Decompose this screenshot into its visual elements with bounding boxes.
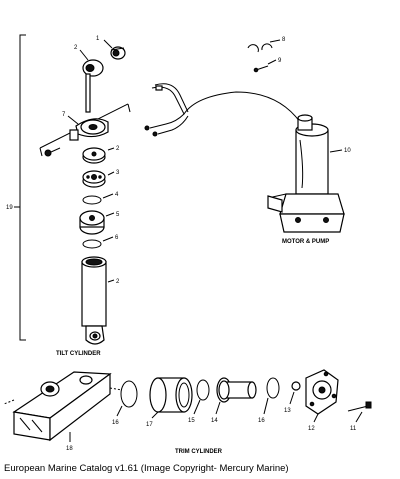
part-4-oring	[82, 195, 102, 205]
callout-11: 11	[350, 426, 357, 432]
part-14-piston-rod	[216, 377, 257, 403]
part-2-disc	[82, 147, 106, 164]
callout-9: 9	[278, 58, 282, 64]
part-12-end-cap	[305, 369, 339, 415]
callout-13: 13	[284, 408, 291, 414]
callout-10: 10	[344, 148, 351, 154]
motor-cable	[144, 83, 301, 137]
part-10-motor-pump	[267, 114, 345, 233]
callout-12: 12	[308, 426, 315, 432]
callout-17: 17	[146, 422, 153, 428]
part-16-oring-a	[120, 380, 138, 408]
callout-19: 19	[6, 205, 13, 211]
label-trim-cylinder: TRIM CYLINDER	[175, 449, 223, 455]
callout-14: 14	[211, 418, 218, 424]
part-2-tilt-cylinder	[81, 256, 107, 345]
callout-4: 4	[115, 192, 119, 198]
callout-18: 18	[66, 446, 73, 452]
callout-16-right: 16	[258, 418, 265, 424]
part-15-oring	[196, 379, 210, 401]
parts-diagram: 1 2 7 2 3 4 5 6 2 19 8 9 10 18 16 17 15 …	[3, 34, 372, 455]
part-13-ball	[291, 381, 301, 391]
callout-6: 6	[115, 235, 119, 241]
bolt-small	[44, 147, 61, 157]
bracket-19	[19, 34, 26, 341]
part-16-oring-b	[266, 377, 280, 399]
part-6-seal	[82, 239, 102, 249]
part-7-mount	[39, 103, 131, 157]
part-1-bushing	[110, 46, 126, 60]
part-8-clips	[247, 43, 273, 53]
callout-5: 5	[116, 212, 120, 218]
callout-1: 1	[96, 36, 100, 42]
callout-7: 7	[62, 112, 66, 118]
part-11-bolt	[347, 401, 372, 412]
label-tilt-cylinder: TILT CYLINDER	[56, 351, 101, 357]
callout-3: 3	[116, 170, 120, 176]
part-18-manifold	[3, 371, 123, 442]
callout-2-cylinder: 2	[116, 279, 120, 285]
part-2-pin	[82, 59, 104, 113]
callout-8: 8	[282, 37, 286, 43]
part-17-sleeve	[149, 377, 193, 413]
label-motor-pump: MOTOR & PUMP	[282, 239, 329, 245]
part-3-valve	[82, 170, 106, 188]
callout-2-disc: 2	[116, 146, 120, 152]
part-9-screw	[253, 65, 269, 73]
part-5-piston	[79, 210, 105, 235]
callout-15: 15	[188, 418, 195, 424]
callout-2-pin: 2	[74, 45, 78, 51]
callout-16-left: 16	[112, 420, 119, 426]
image-caption: European Marine Catalog v1.61 (Image Cop…	[4, 463, 289, 474]
